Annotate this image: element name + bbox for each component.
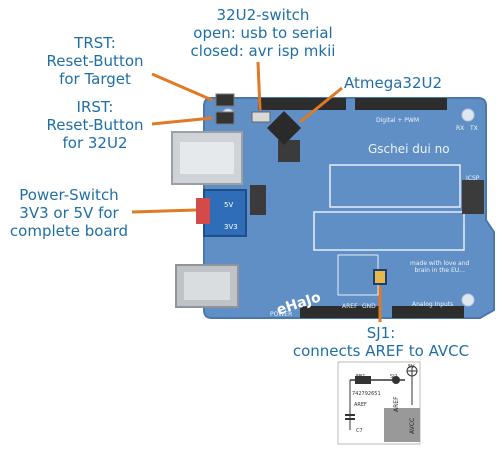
label-power-title: Power-Switch <box>2 186 136 204</box>
board-tagline-1: made with love and <box>410 260 469 267</box>
label-irst: IRST: Reset-Button for 32U2 <box>30 98 160 152</box>
analog-header-label: Analog Inputs <box>412 296 453 314</box>
arrow-trst <box>152 74 212 100</box>
schematic-aref-label: AREF <box>354 396 367 414</box>
arrow-32u2-switch <box>258 62 260 110</box>
trst-button <box>216 94 234 106</box>
irst-button <box>216 112 234 124</box>
board-tagline: made with love and brain in the EU... <box>410 260 469 274</box>
label-atmega-title: Atmega32U2 <box>344 74 442 92</box>
small-chip <box>278 140 300 162</box>
schematic-c-label: C7 <box>356 422 363 440</box>
label-irst-title: IRST: <box>30 98 160 116</box>
board-gnd-label: GND <box>362 298 376 316</box>
label-32u2-line3: closed: avr isp mkii <box>168 42 358 60</box>
pcb-board <box>204 98 494 318</box>
digital-header-left <box>258 98 346 110</box>
label-trst: TRST: Reset-Button for Target <box>30 34 160 88</box>
digital-header-right <box>355 98 447 110</box>
icsp-label: ICSP <box>466 170 479 188</box>
schematic-sj-label: SJ1 <box>390 368 398 386</box>
label-irst-line2: Reset-Button <box>30 116 160 134</box>
schematic-fb-label: FB1 <box>356 368 366 386</box>
label-sj1-title: SJ1: <box>286 324 476 342</box>
schematic-avcc-pin: AVCC <box>404 418 422 434</box>
label-32u2-title: 32U2-switch <box>168 6 358 24</box>
arrow-power <box>132 210 196 212</box>
regulator-chip <box>250 185 266 215</box>
schematic-vcc-label: 5V <box>408 358 415 376</box>
label-sj1-line2: connects AREF to AVCC <box>286 342 476 360</box>
board-name: Gschei dui no <box>368 140 450 158</box>
label-irst-line3: for 32U2 <box>30 134 160 152</box>
jumper-32u2 <box>252 112 270 122</box>
label-trst-line3: for Target <box>30 70 160 88</box>
power-header-label: POWER <box>270 306 292 324</box>
sj1-jumper <box>374 270 386 284</box>
switch-3v3-label: 3V3 <box>224 218 238 236</box>
power-switch-slider <box>196 198 210 224</box>
label-power-line2: 3V3 or 5V for <box>2 204 136 222</box>
label-trst-title: TRST: <box>30 34 160 52</box>
rx-label: RX <box>456 120 464 138</box>
board-aref-label: AREF <box>342 298 358 316</box>
schematic-aref-pin: AREF <box>388 396 406 412</box>
board-tagline-2: brain in the EU... <box>410 267 469 274</box>
label-32u2-switch: 32U2-switch open: usb to serial closed: … <box>168 6 358 60</box>
label-sj1: SJ1: connects AREF to AVCC <box>286 324 476 360</box>
label-trst-line2: Reset-Button <box>30 52 160 70</box>
label-32u2-line2: open: usb to serial <box>168 24 358 42</box>
label-power-line3: complete board <box>2 222 136 240</box>
digital-header-label: Digital + PWM <box>376 112 419 130</box>
tx-label: TX <box>470 120 478 138</box>
label-atmega: Atmega32U2 <box>344 74 442 92</box>
label-power-switch: Power-Switch 3V3 or 5V for complete boar… <box>2 186 136 240</box>
switch-5v-label: 5V <box>224 196 233 214</box>
